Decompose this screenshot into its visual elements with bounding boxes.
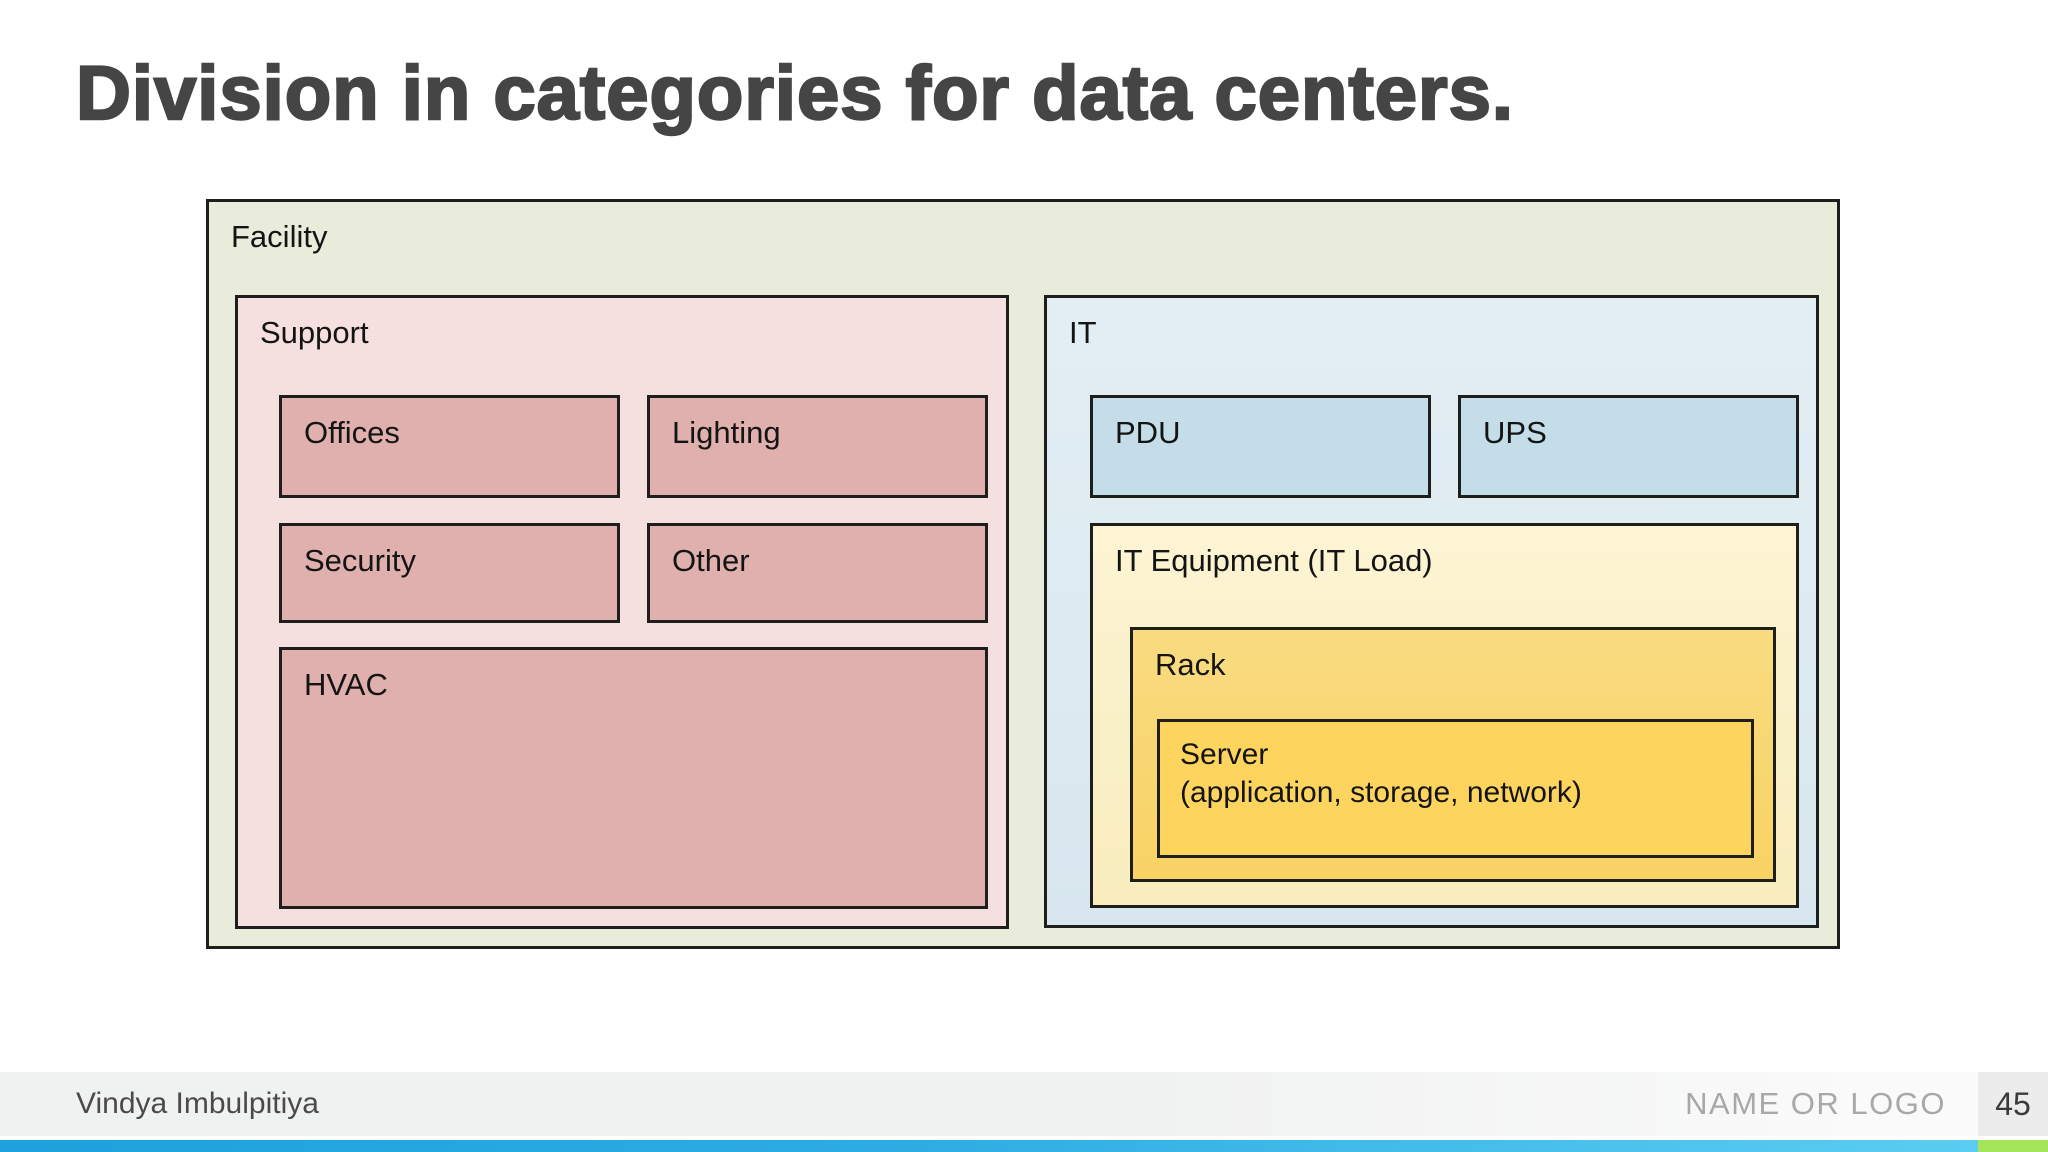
accent-bar-blue bbox=[0, 1140, 1978, 1152]
security-label: Security bbox=[304, 543, 416, 578]
slide-title: Division in categories for data centers. bbox=[75, 50, 1514, 137]
footer-brand-placeholder: NAME OR LOGO bbox=[1685, 1086, 1946, 1121]
accent-bar-green bbox=[1978, 1140, 2048, 1152]
page-number-badge: 45 bbox=[1978, 1072, 2048, 1136]
hvac-label: HVAC bbox=[304, 667, 388, 702]
lighting-box: Lighting bbox=[647, 395, 988, 498]
server-label-line2: (application, storage, network) bbox=[1180, 775, 1582, 809]
it-equipment-label: IT Equipment (IT Load) bbox=[1115, 543, 1433, 578]
ups-label: UPS bbox=[1483, 415, 1547, 450]
server-box: Server (application, storage, network) bbox=[1157, 719, 1754, 858]
offices-label: Offices bbox=[304, 415, 400, 450]
other-box: Other bbox=[647, 523, 988, 623]
security-box: Security bbox=[279, 523, 620, 623]
support-box: Support Offices Lighting Security Other … bbox=[235, 295, 1009, 929]
other-label: Other bbox=[672, 543, 750, 578]
server-label: Server (application, storage, network) bbox=[1180, 736, 1582, 811]
it-box: IT PDU UPS IT Equipment (IT Load) Rack S… bbox=[1044, 295, 1819, 928]
lighting-label: Lighting bbox=[672, 415, 781, 450]
rack-label: Rack bbox=[1155, 647, 1226, 682]
it-label: IT bbox=[1069, 315, 1097, 350]
offices-box: Offices bbox=[279, 395, 620, 498]
pdu-label: PDU bbox=[1115, 415, 1181, 450]
footer: Vindya Imbulpitiya NAME OR LOGO bbox=[0, 1072, 2048, 1136]
it-equipment-box: IT Equipment (IT Load) Rack Server (appl… bbox=[1090, 523, 1799, 908]
ups-box: UPS bbox=[1458, 395, 1799, 498]
hvac-box: HVAC bbox=[279, 647, 988, 909]
facility-label: Facility bbox=[231, 219, 328, 254]
footer-author: Vindya Imbulpitiya bbox=[76, 1087, 319, 1120]
facility-box: Facility Support Offices Lighting Securi… bbox=[206, 199, 1840, 949]
rack-box: Rack Server (application, storage, netwo… bbox=[1130, 627, 1776, 882]
pdu-box: PDU bbox=[1090, 395, 1431, 498]
support-label: Support bbox=[260, 315, 369, 350]
server-label-line1: Server bbox=[1180, 738, 1269, 771]
